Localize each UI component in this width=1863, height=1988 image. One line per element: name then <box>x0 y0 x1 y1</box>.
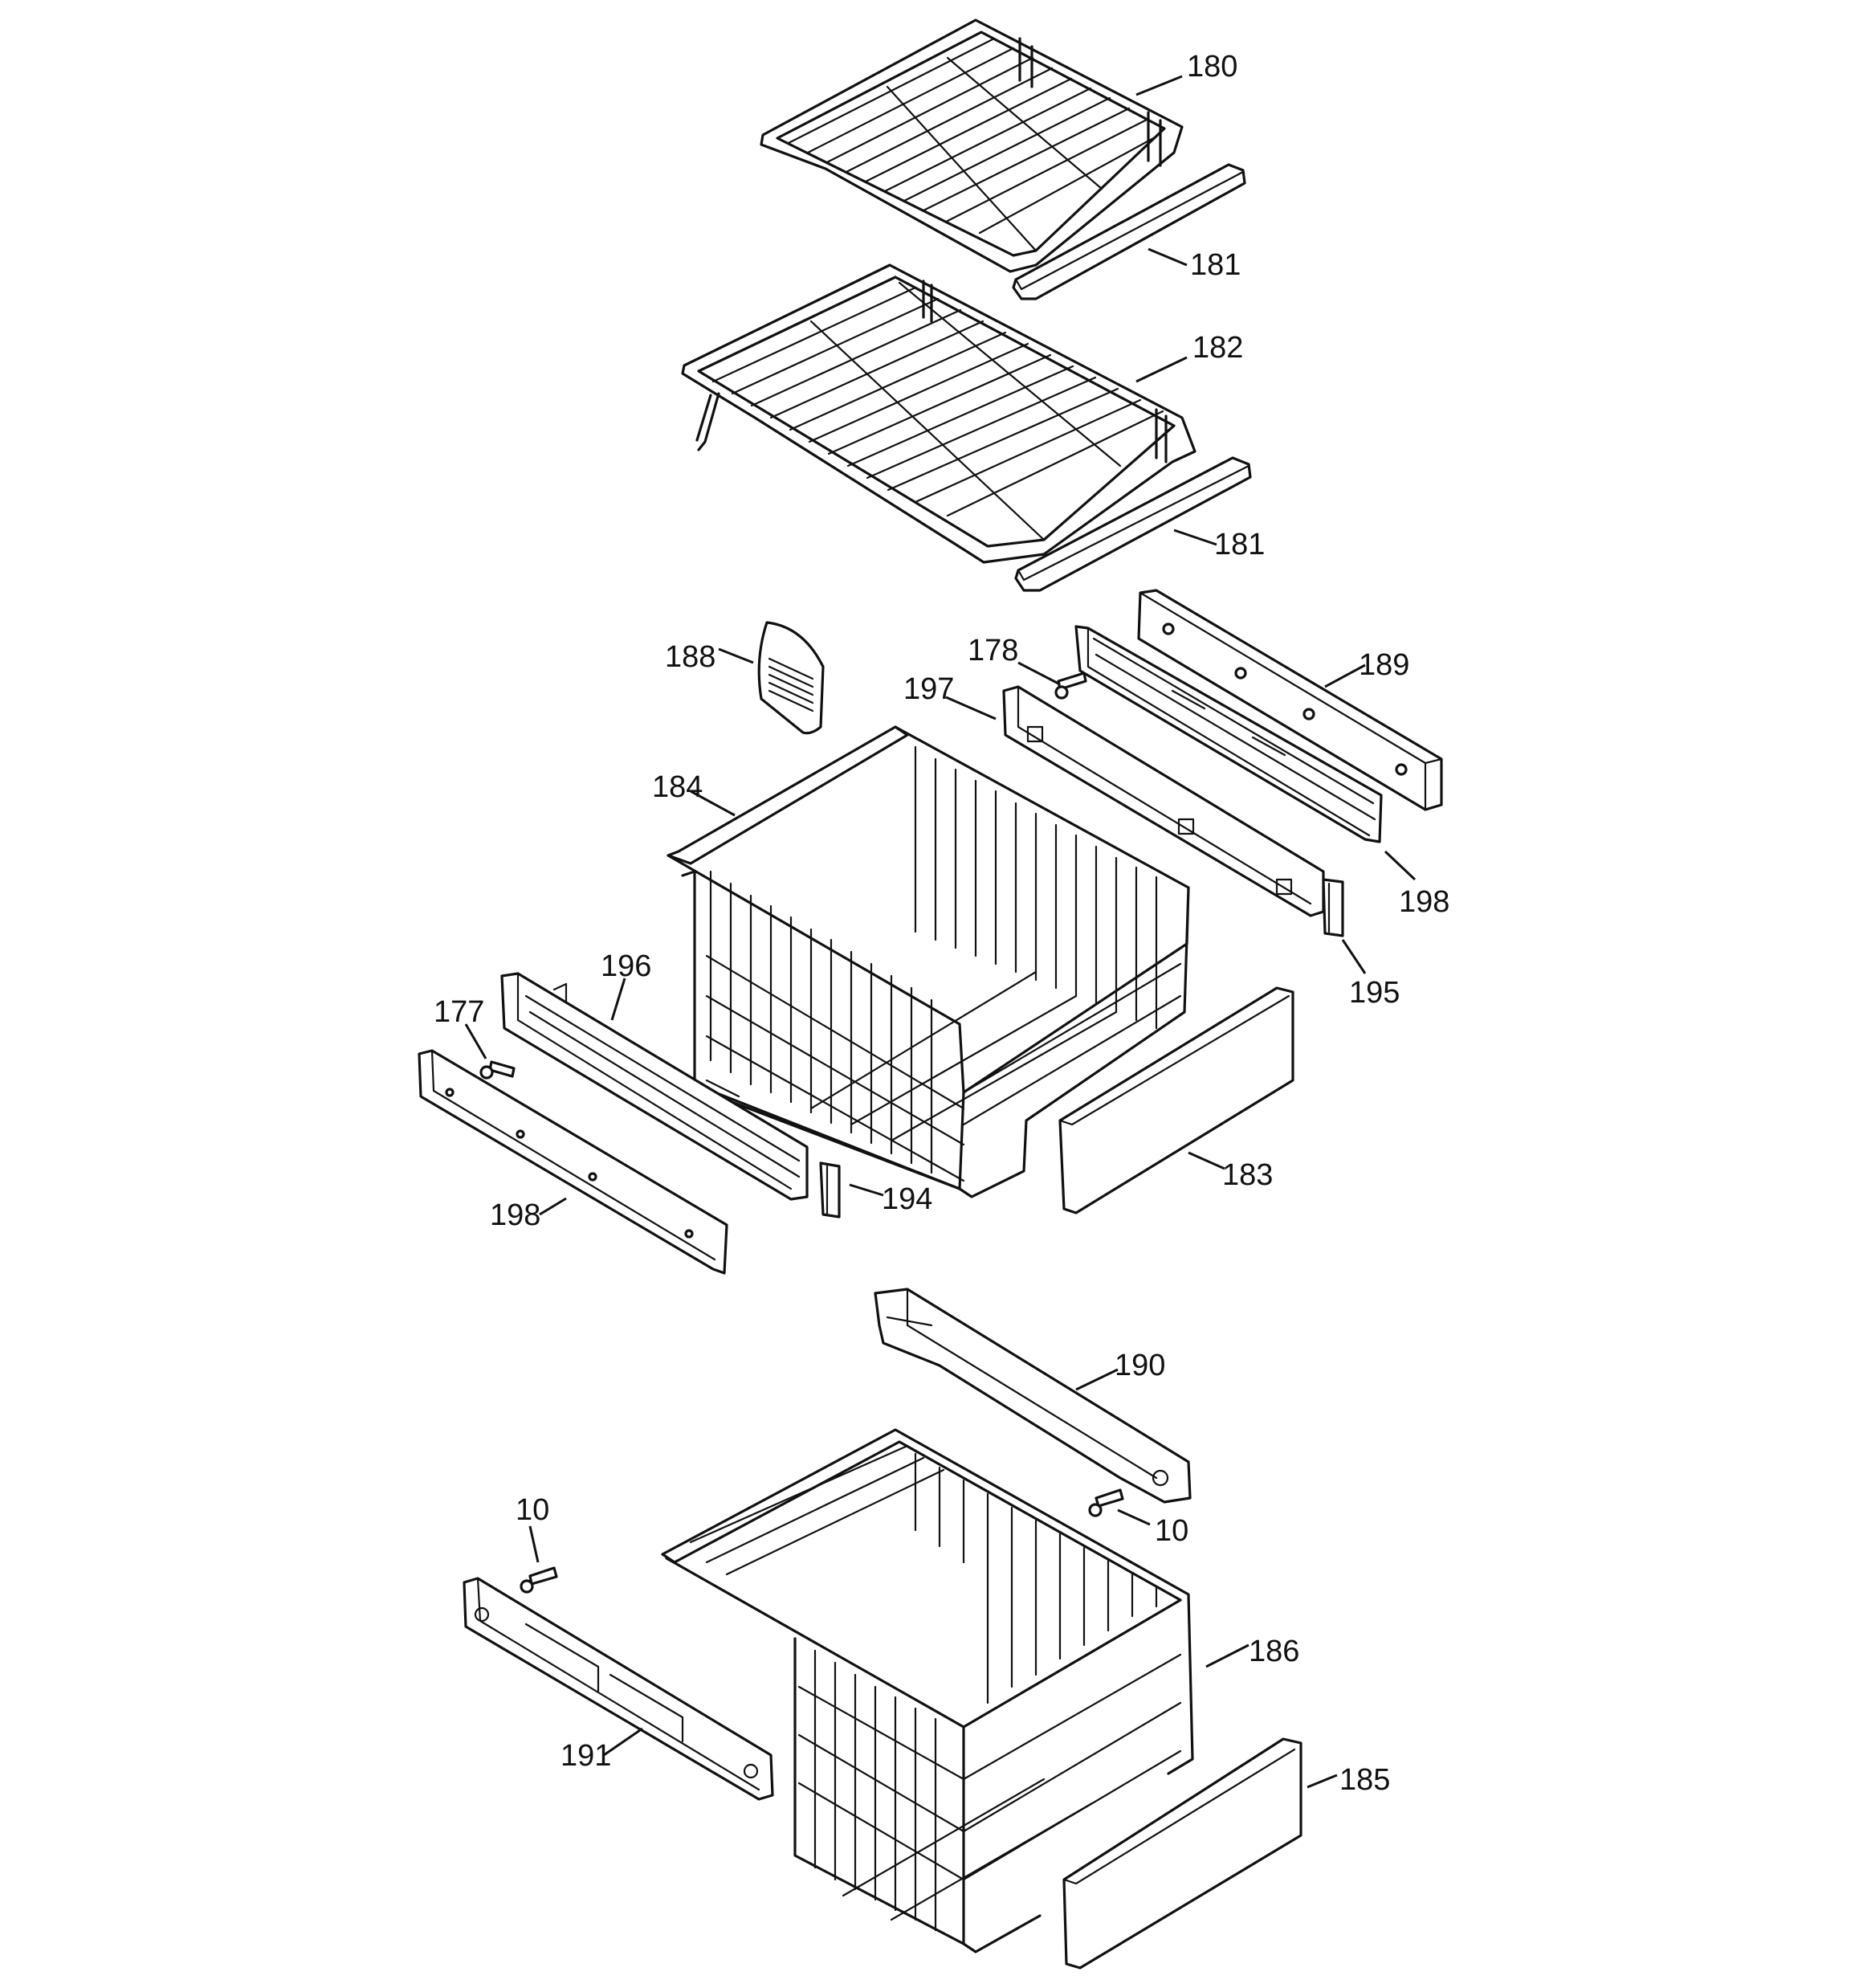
callout-182: 182 <box>1192 331 1243 365</box>
basket-184 <box>667 725 1190 1198</box>
drawer-front-183 <box>1058 986 1294 1214</box>
screw-178 <box>1054 672 1087 700</box>
clip-194 <box>819 1161 841 1219</box>
callout-190: 190 <box>1115 1349 1165 1382</box>
callout-labels: 180 181 182 181 188 178 189 197 184 198 … <box>434 50 1449 1797</box>
callout-198-right: 198 <box>1399 885 1449 919</box>
leader-lines <box>464 75 1417 1789</box>
basket-186 <box>661 1428 1194 1953</box>
callout-191: 191 <box>561 1739 611 1773</box>
trim-181-lower <box>1014 456 1252 592</box>
callout-188: 188 <box>665 640 715 674</box>
trim-181-upper <box>1012 163 1246 300</box>
callout-186: 186 <box>1249 1635 1299 1668</box>
callout-195: 195 <box>1349 976 1400 1010</box>
shelf-182 <box>681 263 1196 564</box>
callout-189: 189 <box>1359 648 1409 682</box>
screw-10-right <box>1088 1488 1124 1517</box>
slide-198-left <box>418 1049 728 1275</box>
callout-181-lower: 181 <box>1214 528 1265 561</box>
slide-196 <box>500 972 809 1201</box>
callout-194: 194 <box>882 1182 932 1216</box>
rail-bar-189 <box>1137 589 1443 811</box>
callout-196: 196 <box>601 949 651 983</box>
callout-181-upper: 181 <box>1190 248 1241 282</box>
callout-198-left: 198 <box>490 1198 540 1232</box>
vent-188 <box>757 621 825 735</box>
callout-185: 185 <box>1339 1763 1390 1797</box>
rail-191 <box>463 1577 774 1801</box>
rail-190 <box>874 1288 1192 1504</box>
callout-177: 177 <box>434 995 484 1029</box>
callout-183: 183 <box>1222 1158 1273 1192</box>
clip-195 <box>1322 878 1344 937</box>
shelf-180 <box>760 18 1184 273</box>
screw-10-left <box>520 1566 558 1594</box>
slide-198-right <box>1074 625 1383 843</box>
drawer-front-185 <box>1062 1737 1302 1970</box>
callout-178: 178 <box>968 634 1018 667</box>
callout-10-right: 10 <box>1155 1514 1188 1548</box>
callout-180: 180 <box>1187 50 1237 84</box>
callout-197: 197 <box>903 672 954 706</box>
screw-177 <box>479 1060 516 1080</box>
callout-184: 184 <box>652 770 703 804</box>
callout-10-left: 10 <box>516 1493 549 1527</box>
